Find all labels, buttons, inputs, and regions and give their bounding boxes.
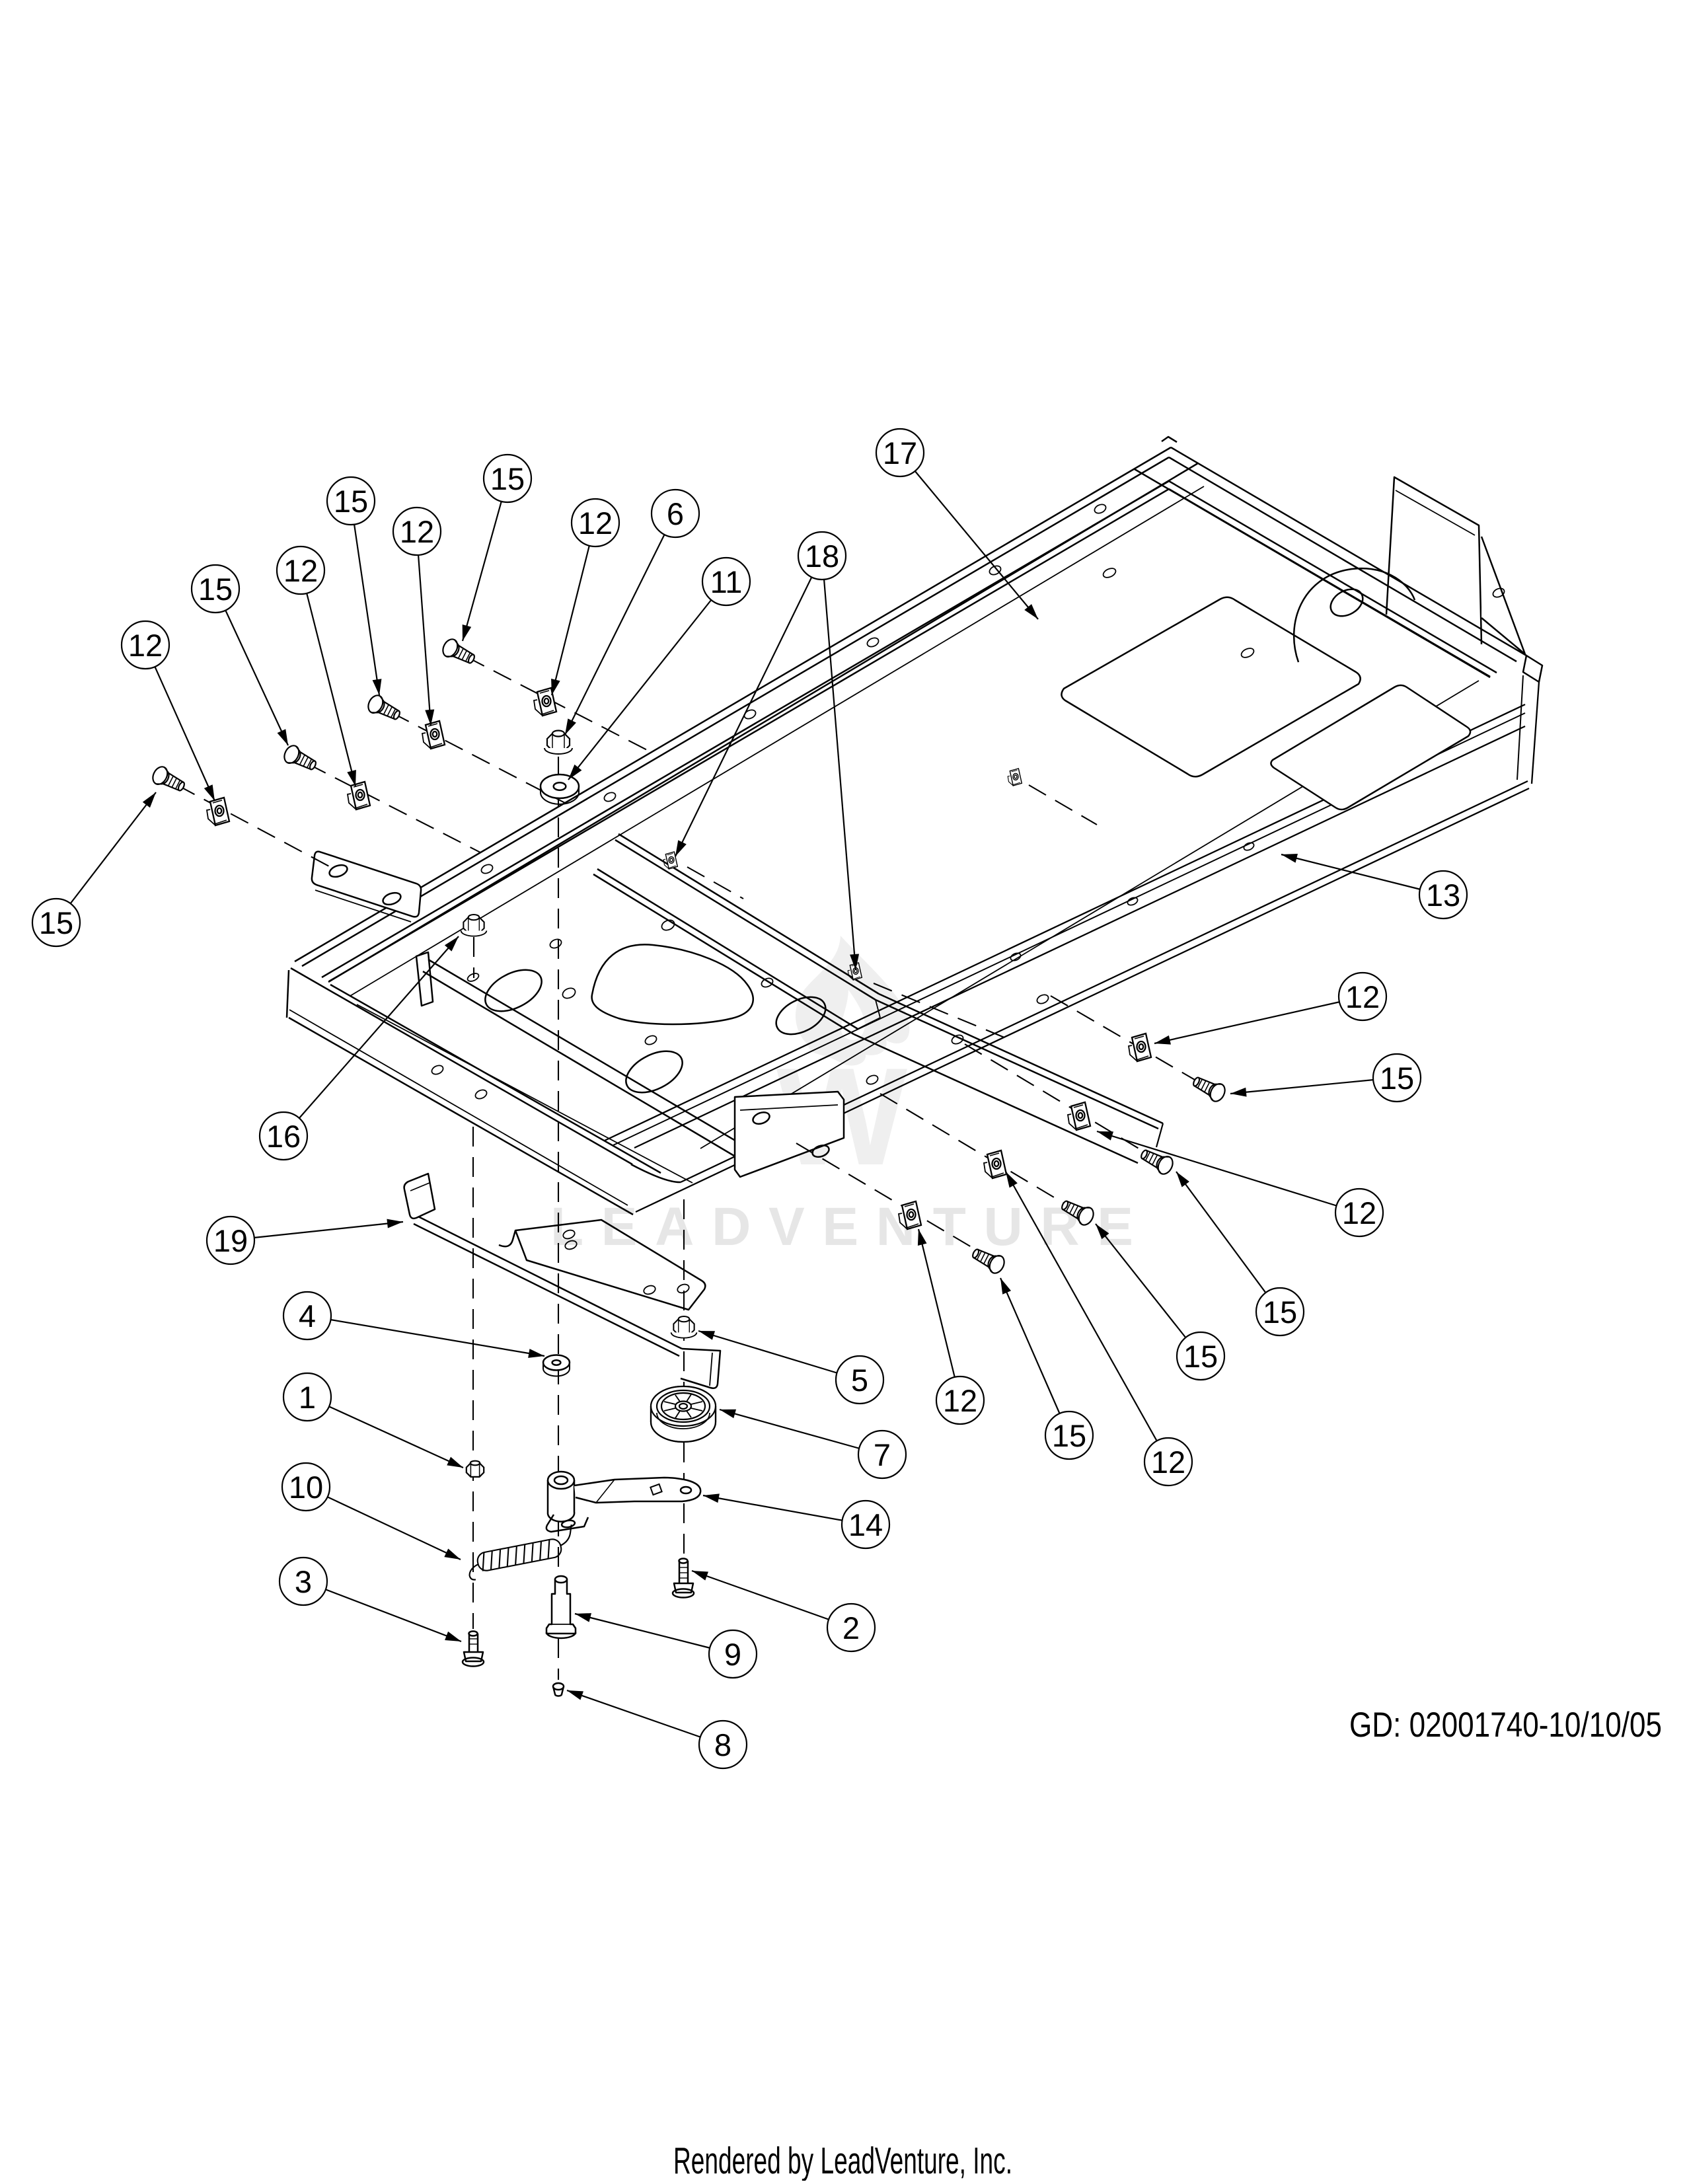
- svg-text:15: 15: [490, 461, 525, 496]
- svg-text:2: 2: [842, 1610, 860, 1645]
- svg-text:15: 15: [39, 905, 73, 940]
- svg-text:10: 10: [289, 1470, 323, 1505]
- svg-text:12: 12: [943, 1383, 977, 1418]
- svg-text:15: 15: [198, 572, 233, 607]
- svg-text:19: 19: [213, 1223, 248, 1258]
- svg-text:8: 8: [714, 1727, 731, 1762]
- svg-text:18: 18: [805, 539, 839, 574]
- svg-text:12: 12: [1342, 1195, 1376, 1230]
- svg-text:3: 3: [295, 1564, 312, 1599]
- svg-text:11: 11: [710, 564, 743, 599]
- svg-text:12: 12: [578, 506, 613, 541]
- svg-text:12: 12: [1345, 979, 1380, 1014]
- svg-text:15: 15: [1380, 1061, 1414, 1096]
- svg-text:5: 5: [851, 1363, 868, 1398]
- svg-text:15: 15: [1052, 1418, 1086, 1453]
- svg-text:12: 12: [128, 628, 163, 663]
- svg-text:7: 7: [874, 1437, 891, 1472]
- svg-text:15: 15: [1183, 1339, 1218, 1374]
- svg-text:Rendered by LeadVenture, Inc.: Rendered by LeadVenture, Inc.: [673, 2140, 1012, 2181]
- svg-text:GD: 02001740-10/10/05: GD: 02001740-10/10/05: [1349, 1706, 1662, 1745]
- svg-text:13: 13: [1426, 878, 1460, 913]
- svg-text:14: 14: [848, 1507, 883, 1542]
- svg-text:6: 6: [667, 496, 684, 531]
- svg-text:1: 1: [299, 1380, 316, 1415]
- svg-text:15: 15: [334, 484, 368, 519]
- svg-text:17: 17: [883, 435, 917, 471]
- svg-text:9: 9: [724, 1637, 741, 1672]
- svg-text:12: 12: [283, 553, 318, 588]
- svg-text:4: 4: [299, 1299, 316, 1334]
- svg-text:16: 16: [266, 1119, 301, 1154]
- svg-text:12: 12: [400, 514, 434, 549]
- svg-text:15: 15: [1263, 1295, 1297, 1330]
- svg-text:12: 12: [1151, 1445, 1185, 1480]
